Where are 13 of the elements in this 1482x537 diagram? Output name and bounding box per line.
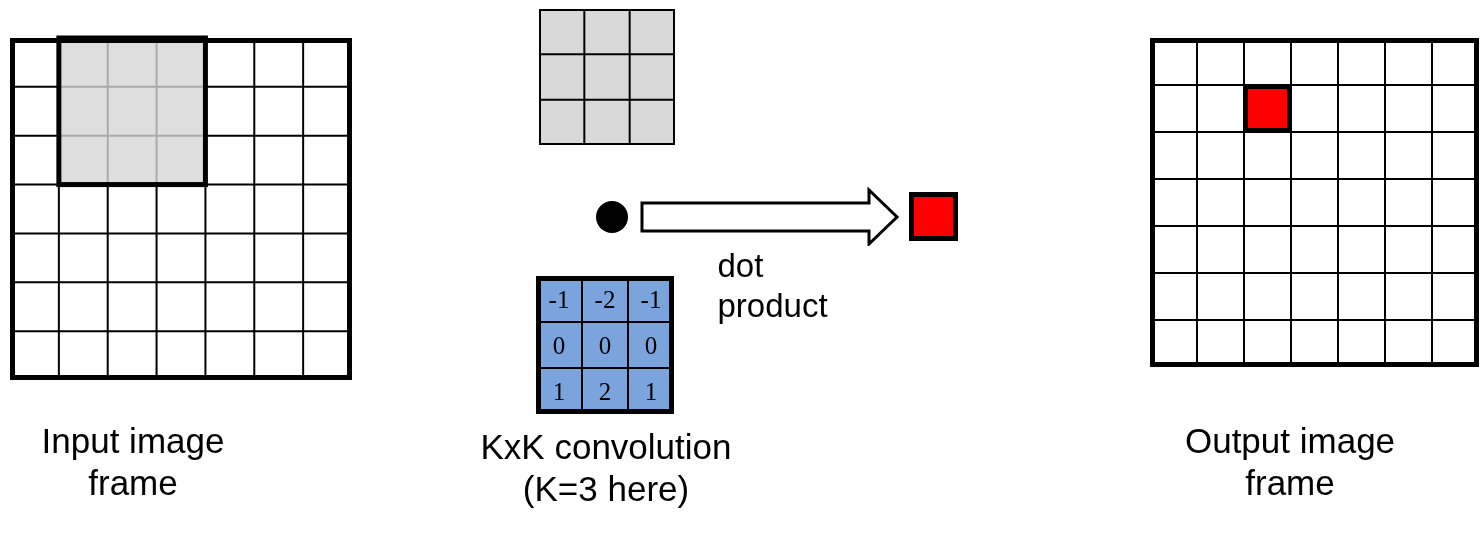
kernel-value: 0	[551, 333, 567, 358]
kernel-value: 0	[643, 333, 659, 358]
kernel-value: 1	[551, 379, 567, 404]
kernel-value: 1	[643, 379, 659, 404]
kernel-value: -1	[639, 287, 663, 312]
node-label: Output image frame	[1183, 420, 1397, 504]
node-label: KxK convolution (K=3 here)	[479, 426, 733, 510]
kernel-value: 0	[597, 333, 613, 358]
block-arrow	[640, 186, 900, 248]
node-label: Input image frame	[40, 420, 226, 504]
kernel-value: 2	[597, 379, 613, 404]
kernel-value: -2	[593, 287, 617, 312]
kernel-value: -1	[547, 287, 571, 312]
